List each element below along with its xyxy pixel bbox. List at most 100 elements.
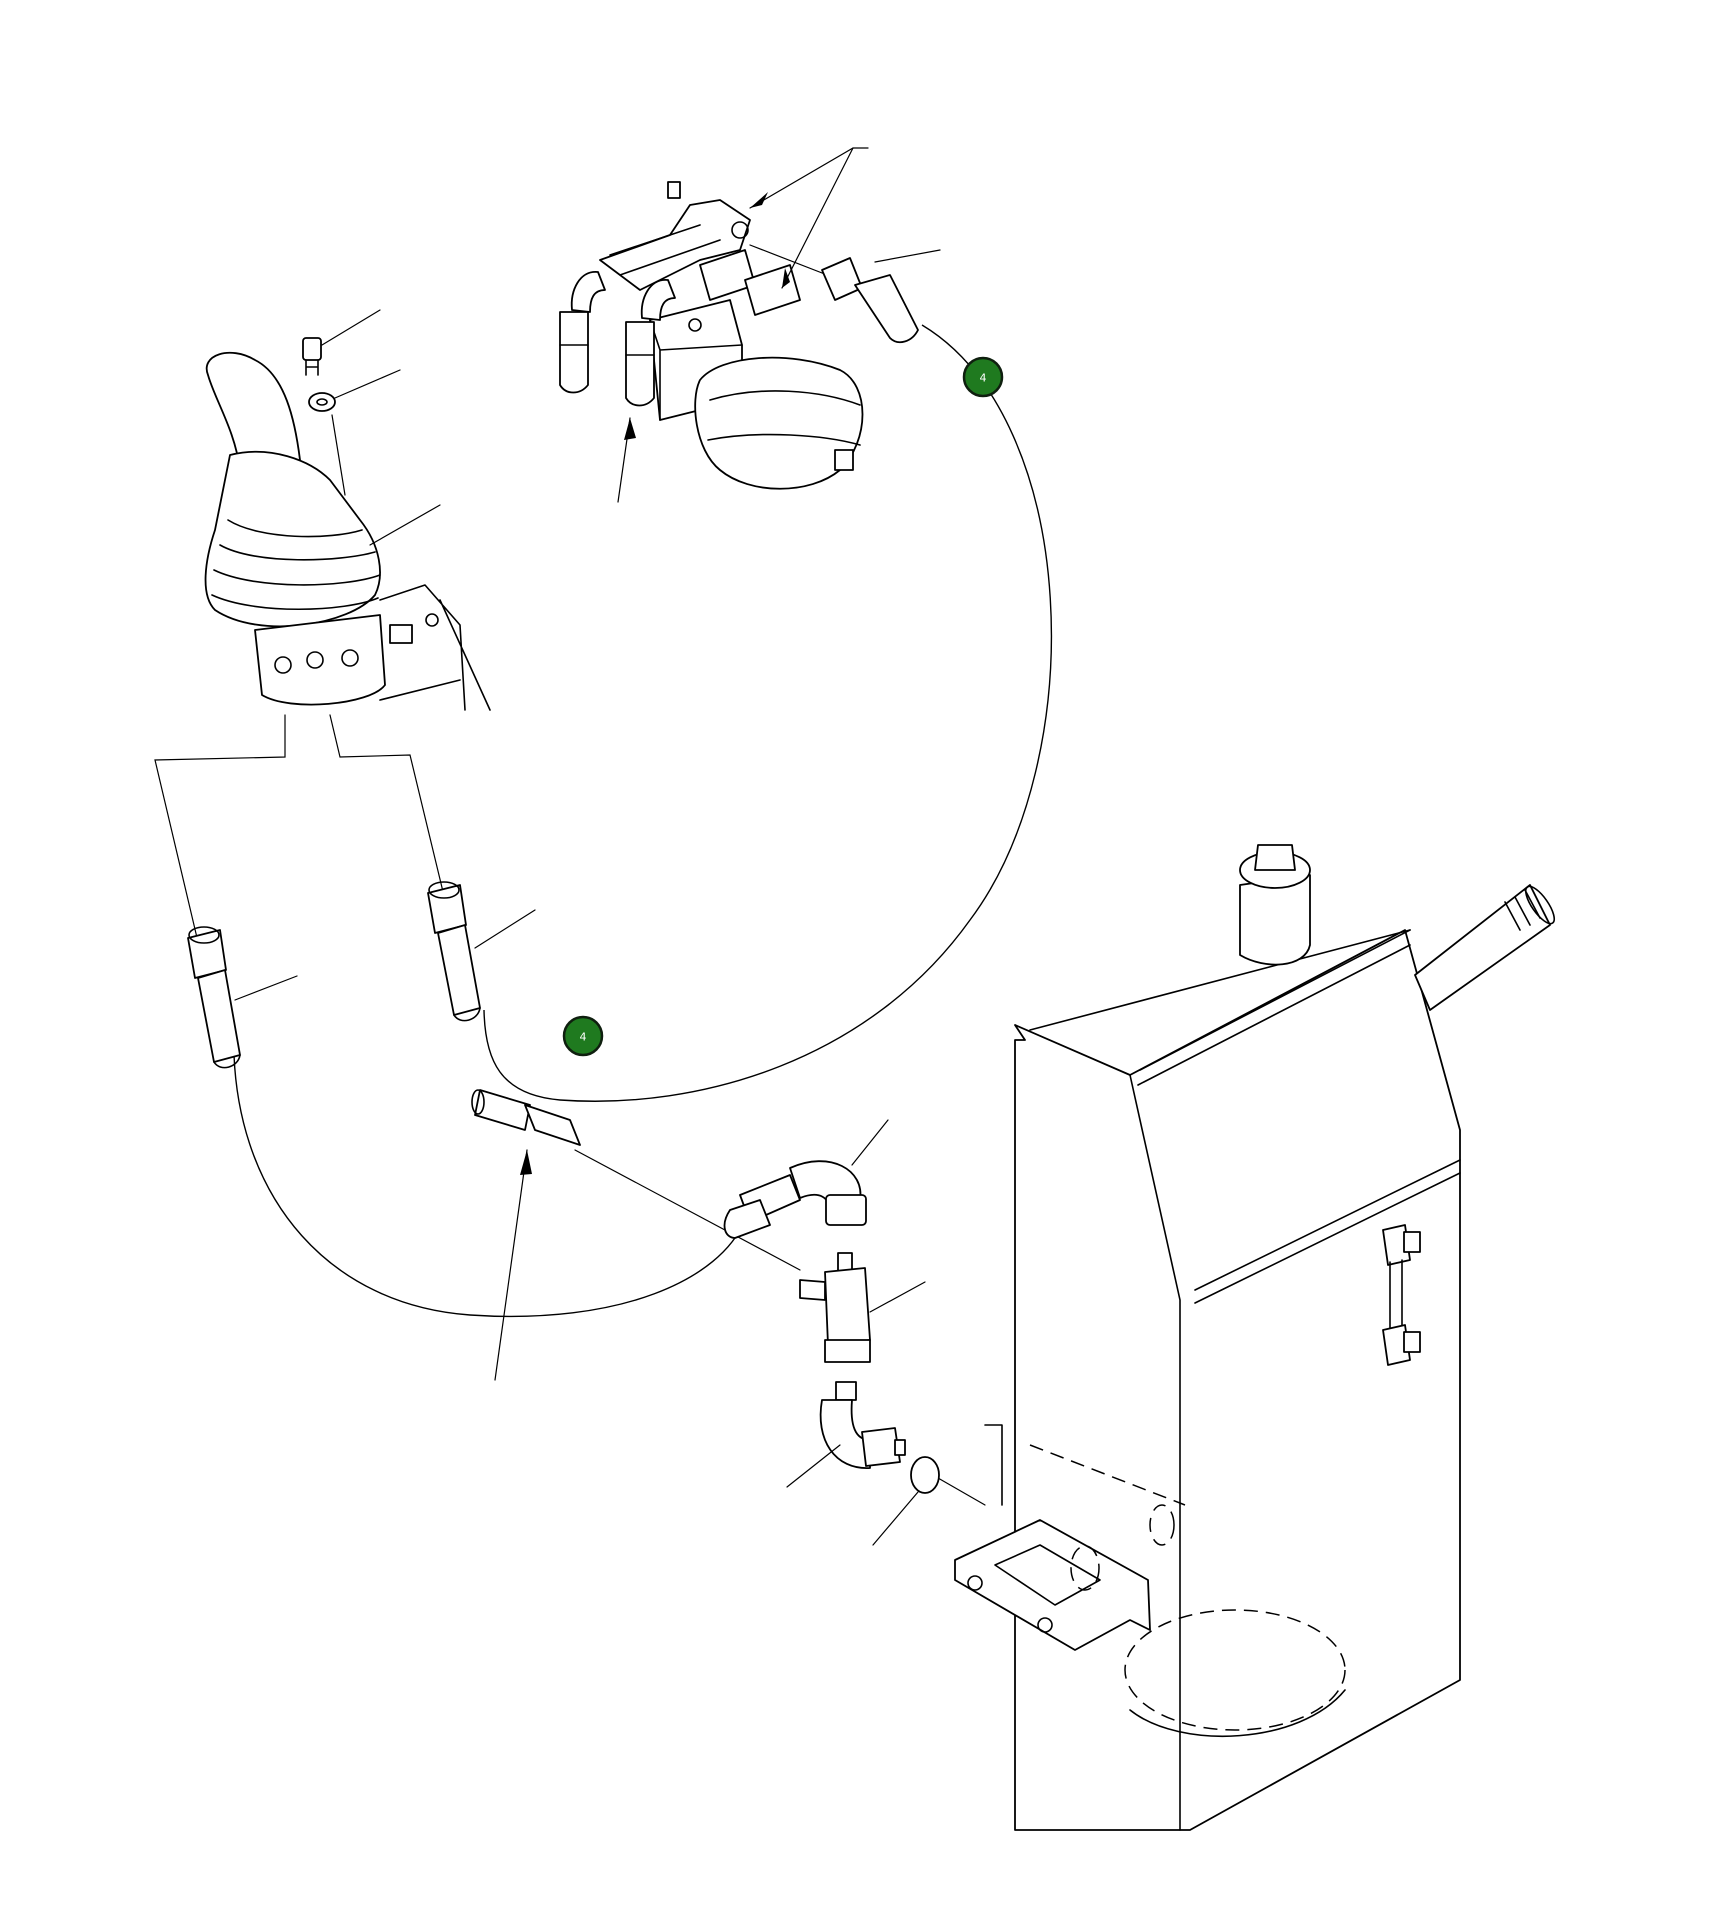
sight-gauge-tube-icon — [1389, 1259, 1403, 1331]
tank-corner-edge — [1129, 1074, 1181, 1831]
hose-upper-loop — [483, 324, 1053, 1102]
bracket-hole — [1037, 1617, 1053, 1633]
boot-fold — [219, 544, 376, 561]
washer-hole — [316, 398, 328, 406]
tee-fitting-icon — [824, 1267, 871, 1346]
elbow-stud-icon — [835, 1381, 857, 1401]
hydraulic-tank — [954, 844, 1556, 1831]
hose-stub-right-icon — [625, 321, 655, 407]
joystick-base-icon — [254, 614, 386, 706]
arrowhead-icon — [520, 1150, 532, 1175]
mount-clip-hole — [425, 613, 439, 627]
tank-mount-bracket-icon — [954, 1519, 1151, 1651]
valve-outlet-hose-icon — [854, 274, 919, 344]
tank-body-icon — [1014, 929, 1461, 1831]
boot-fold — [213, 569, 381, 586]
filler-neck-icon — [1239, 874, 1311, 966]
tee-side-port-icon — [799, 1279, 826, 1301]
leader-arrow — [781, 147, 854, 289]
leader-arrow — [749, 147, 869, 209]
leader-line — [474, 909, 536, 949]
manifold-port — [731, 221, 749, 239]
connection-line-center — [574, 1149, 801, 1271]
elbow-hose-end-icon — [723, 1199, 771, 1239]
cartridge-icon — [744, 264, 801, 316]
elbow-nut-icon — [825, 1194, 867, 1226]
bracket-hole — [967, 1575, 983, 1591]
svg-text:4: 4 — [980, 372, 987, 385]
hose-end-opening — [471, 1089, 485, 1115]
base-hole — [274, 656, 292, 674]
tee-nut-icon — [824, 1339, 871, 1363]
boot-fold — [211, 594, 379, 611]
accumulator-band — [707, 390, 861, 446]
elbow-fitting-left-icon — [570, 271, 606, 313]
elbow-fitting-right-icon — [640, 279, 676, 321]
elbow-lower-thread-icon — [894, 1439, 906, 1456]
base-hole — [341, 649, 359, 667]
hoses — [233, 244, 1053, 1506]
screw-head-icon — [302, 337, 322, 361]
breather-thread-icon — [1504, 889, 1541, 931]
leader-line — [331, 414, 346, 496]
bracket-line-right — [329, 714, 446, 901]
manifold-edge — [609, 224, 721, 276]
sight-gauge-bolt-icon — [1403, 1331, 1421, 1353]
hidden-sump-outline — [1124, 1609, 1346, 1731]
sight-gauge-bolt-icon — [1403, 1231, 1421, 1253]
arrowhead-icon — [624, 418, 636, 440]
leader-line — [786, 1444, 841, 1488]
hidden-port-outline — [1070, 1545, 1100, 1591]
joystick-mount-plate — [379, 584, 491, 711]
connection-line-tank — [937, 1477, 986, 1506]
hose-stub-left-icon — [559, 311, 589, 394]
valve-outlet-fitting-icon — [821, 257, 863, 301]
leader-line — [369, 504, 441, 546]
joystick-boot-icon — [204, 451, 381, 628]
o-ring-icon — [910, 1456, 940, 1494]
leader-line — [872, 1491, 919, 1546]
leader-line — [869, 1281, 926, 1313]
svg-text:4: 4 — [580, 1031, 587, 1044]
hose-fittings-left — [187, 881, 536, 1069]
tank-top-edge — [1029, 929, 1411, 1031]
connection-line-valve — [749, 244, 836, 279]
hose-end-straight-icon — [474, 1089, 531, 1131]
fitting-left-lower-icon — [187, 926, 241, 1069]
bracket-line-left — [154, 714, 286, 943]
manifold-plug-icon — [667, 181, 681, 199]
arrowhead-icon — [750, 192, 768, 208]
hose-end-collar-icon — [524, 1104, 581, 1146]
base-hole — [306, 651, 324, 669]
screw-thread-icon — [305, 359, 319, 376]
elbow-lower-nut-icon — [861, 1427, 901, 1467]
center-fittings — [471, 1089, 940, 1546]
block-port — [688, 318, 702, 332]
washer-icon — [308, 392, 336, 412]
callout-4-lower[interactable]: 4 — [562, 1015, 604, 1057]
hose-lower-loop — [233, 1054, 746, 1318]
hidden-line — [1029, 1444, 1186, 1506]
leader-line — [321, 309, 381, 346]
boot-fold — [227, 519, 363, 538]
valve-block-assembly — [559, 147, 941, 503]
joystick-assembly — [154, 309, 491, 943]
tank-port-outline — [984, 1424, 1003, 1506]
fitting-left-upper-icon — [427, 881, 481, 1022]
hidden-port-outline — [1149, 1504, 1175, 1546]
mount-clip-icon — [389, 624, 413, 644]
leader-line — [334, 369, 401, 399]
leader-line — [234, 975, 298, 1001]
callout-4-upper[interactable]: 4 — [962, 356, 1004, 398]
leader-line — [851, 1119, 889, 1166]
accumulator-plug-icon — [834, 449, 854, 471]
leader-arrow — [494, 1149, 528, 1381]
arrowhead-icon — [782, 268, 790, 288]
stub-band — [559, 344, 655, 356]
breather-pipe-icon — [1414, 884, 1551, 1011]
breather-pipe-end — [1524, 885, 1556, 925]
leader-line — [874, 249, 941, 263]
tank-seam — [1194, 1159, 1461, 1304]
filler-cap-icon — [1254, 844, 1296, 871]
